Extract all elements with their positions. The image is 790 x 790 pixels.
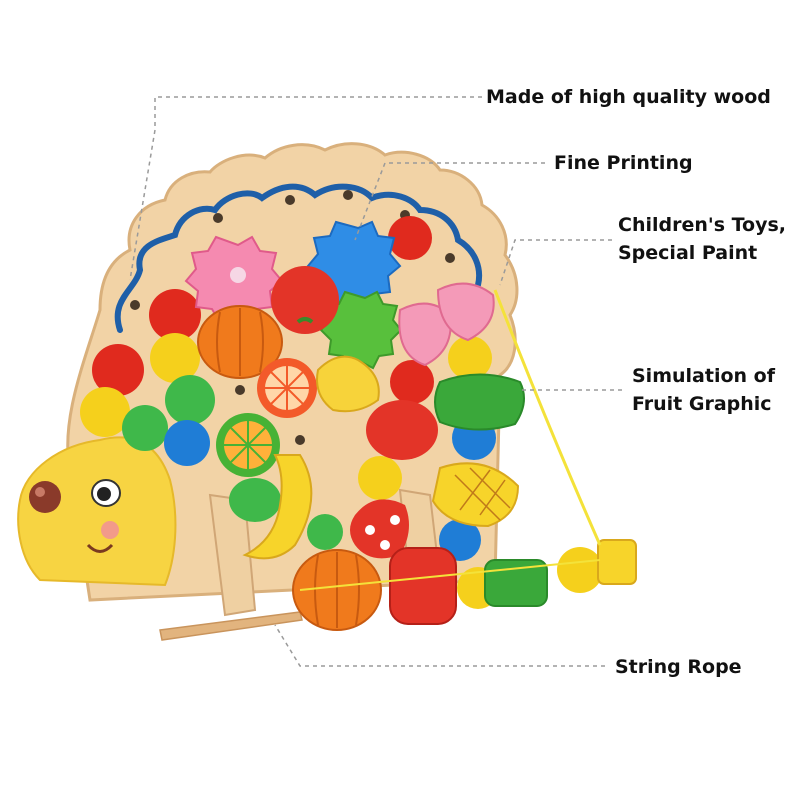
leader-line-printing — [354, 162, 545, 241]
red-drum-bead — [389, 547, 457, 625]
wavy-groove — [114, 183, 482, 333]
label-fruit-line2: Fruit Graphic — [632, 393, 772, 415]
label-fruit-line1: Simulation of — [632, 365, 775, 387]
label-paint-line2: Special Paint — [618, 242, 758, 264]
label-fruit: Simulation of Fruit Graphic — [632, 362, 775, 418]
hedgehog-cheek — [101, 521, 119, 539]
green-cylinder-bead — [484, 559, 548, 607]
hedgehog-nose — [29, 481, 61, 513]
strawberry-bead — [398, 302, 452, 367]
leader-line-paint — [499, 239, 612, 286]
pear-bead — [316, 355, 380, 413]
mushroom-bead — [350, 499, 409, 559]
hedgehog-face — [17, 436, 177, 587]
leader-line-wood — [129, 96, 482, 281]
wooden-stick — [159, 611, 303, 641]
label-printing: Fine Printing — [554, 152, 693, 174]
banana-bead — [242, 454, 313, 560]
label-paint: Children's Toys, Special Paint — [618, 211, 786, 267]
label-rope: String Rope — [615, 656, 742, 678]
leader-lines — [129, 96, 622, 667]
label-wood: Made of high quality wood — [486, 86, 771, 108]
hedgehog-mouth — [86, 543, 114, 553]
green-apple-bead — [434, 373, 525, 431]
label-paint-line1: Children's Toys, — [618, 214, 787, 236]
fruit-beads — [184, 220, 637, 631]
red-apple-bead — [271, 266, 339, 334]
yellow-end-block — [597, 539, 637, 585]
leader-line-rope — [274, 624, 605, 667]
lacing-string — [493, 289, 602, 546]
